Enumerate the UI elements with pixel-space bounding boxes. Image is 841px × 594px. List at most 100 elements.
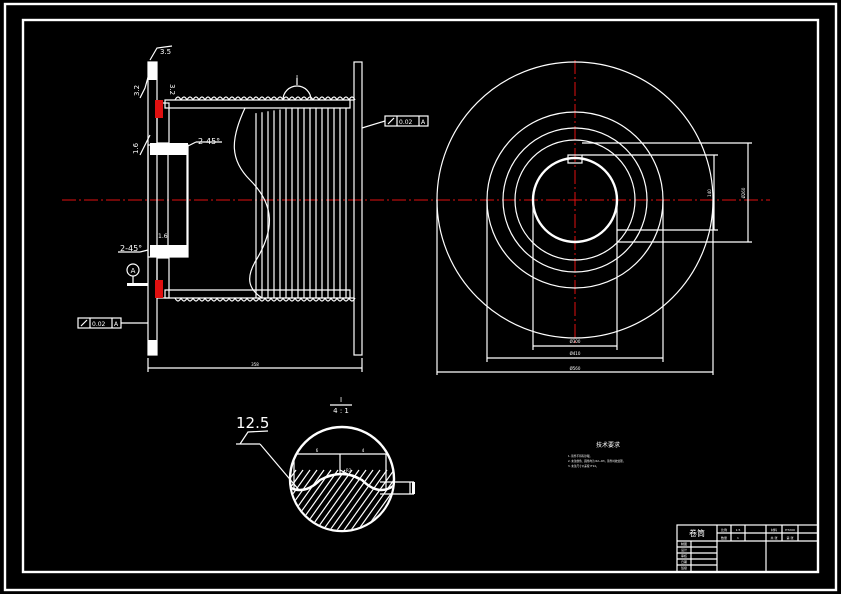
groove-tooth [342, 297, 350, 302]
hatch-line [291, 469, 304, 530]
groove-tooth [318, 297, 326, 302]
groove-tooth [312, 297, 320, 302]
sheet-value: 第 张 [787, 535, 794, 540]
technical-requirements: 技术要求 1. 铸件不得有砂眼。 2. 未注倒角、圆角均为 R2~R3，铸件时效… [568, 441, 625, 468]
groove-tooth [252, 297, 260, 302]
material-value: HT200 [785, 528, 795, 532]
quantity-label: 数量 [721, 535, 727, 540]
drum-mid-circle [502, 127, 648, 273]
runout-left-icon [80, 319, 88, 327]
datum-base [127, 283, 148, 286]
runout-right-tol: 0.02 [399, 119, 413, 126]
hatch-line [322, 469, 374, 530]
groove-tooth [270, 96, 278, 101]
groove-tooth [216, 297, 224, 302]
tb-row: 设计 [681, 547, 687, 552]
outer-dim: Ø560 [570, 366, 581, 371]
groove-tooth [234, 96, 242, 101]
roughness-symbol-mid [139, 134, 151, 156]
right-flange [353, 61, 363, 356]
hatch-line [291, 469, 325, 530]
end-view: 140 Ø260 Ø300 Ø410 Ø560 [436, 60, 752, 375]
groove-tooth [174, 297, 182, 302]
runout-right-icon [387, 117, 395, 125]
shell-lower-grooves [174, 297, 356, 302]
groove-tooth [246, 297, 254, 302]
detail-width: 4 [362, 448, 365, 453]
tb-row: 审核 [681, 553, 687, 558]
bore-lower-hatch [150, 245, 188, 257]
chamfer-lower-leader [139, 249, 149, 253]
groove-tooth [174, 96, 182, 101]
tb-row: 班级 [681, 565, 687, 570]
detail-contents: 6 4 R3 [239, 448, 450, 540]
sheet-label: 共 张 [771, 535, 778, 540]
groove-tooth [276, 297, 284, 302]
detail-circle [288, 425, 396, 533]
groove-tooth [300, 297, 308, 302]
tb-row: 日期 [681, 559, 687, 564]
groove-tooth [288, 96, 296, 101]
groove-tooth [282, 297, 290, 302]
detail-roughness-leader [259, 443, 300, 491]
runout-right-datum: A [421, 119, 426, 126]
chamfer-upper-leader [187, 141, 197, 147]
detail-radius: R3 [346, 468, 352, 473]
left-flange-bottom-hatch [148, 340, 157, 355]
groove-tooth [228, 96, 236, 101]
groove-tooth [294, 96, 302, 101]
groove-tooth [270, 297, 278, 302]
hatch-line [392, 469, 393, 530]
roughness-bore: 1.6 [158, 233, 168, 240]
hatch-line [400, 470, 450, 540]
quantity-value: 1 [737, 536, 739, 540]
tech-req-title: 技术要求 [596, 441, 620, 449]
runout-left-datum: A [114, 321, 119, 328]
rope-groove-lines [255, 108, 347, 298]
groove-tooth [342, 96, 350, 101]
groove-tooth [324, 96, 332, 101]
key-mark-lower [155, 280, 163, 298]
bore-upper-hatch [150, 143, 188, 155]
groove-tooth [204, 297, 212, 302]
hatch-line [291, 469, 332, 530]
datum-label: A [131, 267, 136, 275]
groove-tooth [186, 96, 194, 101]
keyway [567, 154, 583, 164]
tech-req-item: 3. 未注尺寸公差按 IT14。 [568, 464, 599, 468]
detail-label: I [340, 396, 342, 404]
hatch-line [336, 469, 388, 530]
detail-callout-arc [282, 85, 312, 101]
groove-tooth [264, 297, 272, 302]
runout-left-tol: 0.02 [92, 321, 106, 328]
inner-ring-dim: Ø300 [570, 339, 581, 344]
detail-radius-leader [339, 469, 361, 481]
groove-tooth [228, 297, 236, 302]
detail-pitch: 6 [316, 448, 319, 453]
side-section-view: I 3.5 3.2 3.2 1.6 1.6 2-45° 2-45° A 0.02… [62, 45, 770, 372]
groove-tooth [318, 96, 326, 101]
hatch-line [239, 470, 289, 540]
groove-tooth [234, 297, 242, 302]
groove-tooth [246, 96, 254, 101]
detail-depth-mark [412, 482, 415, 494]
groove-tooth [330, 297, 338, 302]
groove-tooth [192, 297, 200, 302]
roughness-left-mid: 1.6 [132, 142, 140, 154]
groove-tooth [204, 96, 212, 101]
chamfer-upper: 2-45° [198, 137, 220, 146]
groove-tooth [222, 297, 230, 302]
groove-tooth [252, 96, 260, 101]
groove-tooth [198, 297, 206, 302]
detail-roughness: 12.5 [236, 414, 269, 432]
groove-tooth [180, 96, 188, 101]
groove-tooth [294, 297, 302, 302]
groove-tooth [330, 96, 338, 101]
left-flange-top-hatch [148, 62, 157, 80]
section-marker: I [296, 74, 298, 82]
groove-tooth [258, 96, 266, 101]
groove-tooth [300, 96, 308, 101]
roughness-left-upper: 3.2 [133, 85, 141, 96]
groove-tooth [306, 96, 314, 101]
